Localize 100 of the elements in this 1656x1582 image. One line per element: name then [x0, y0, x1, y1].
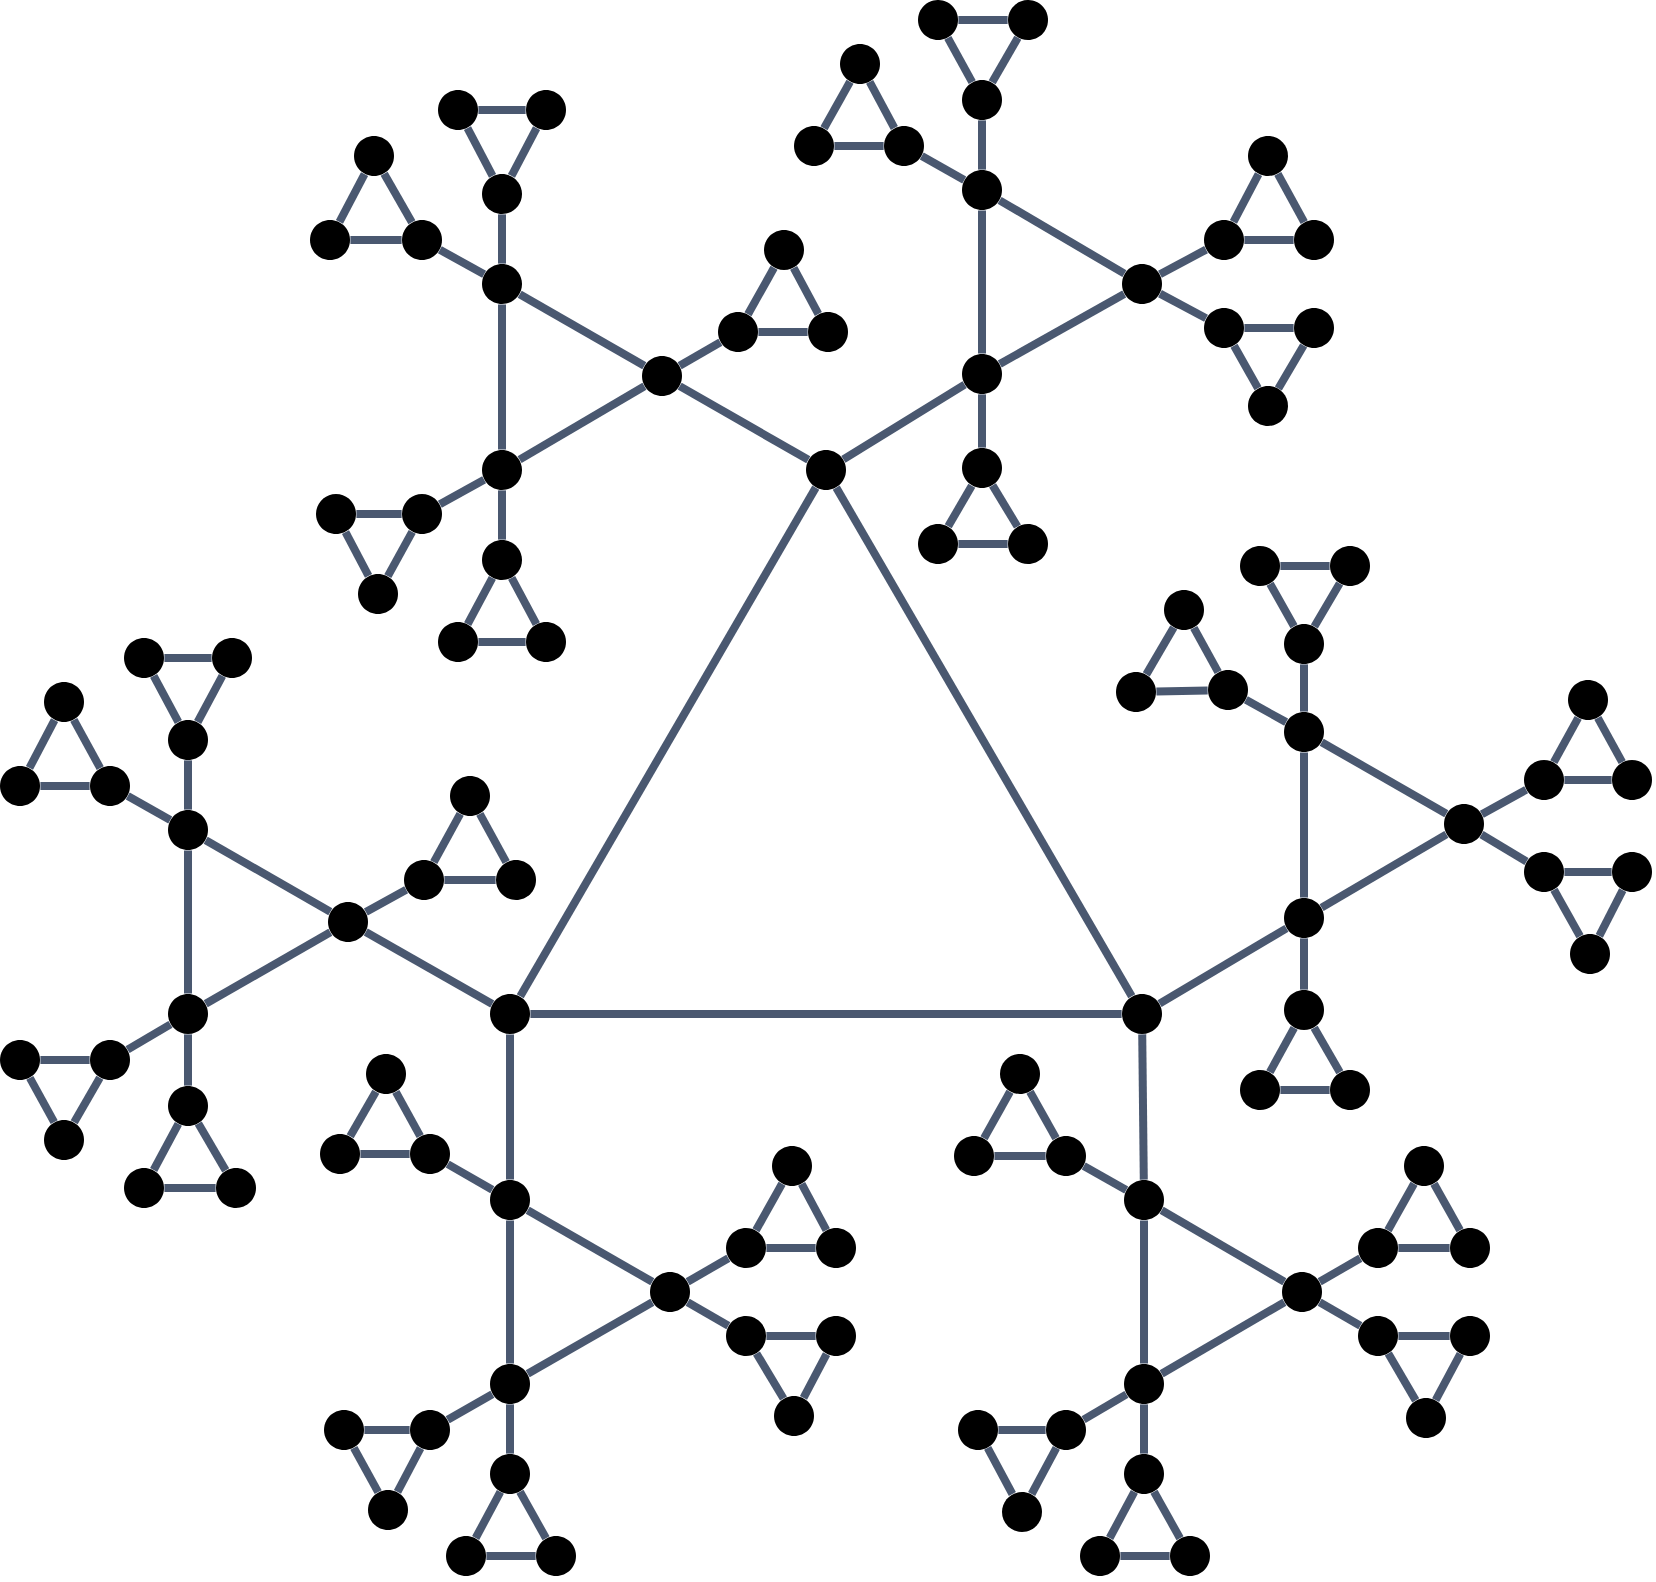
edge-line [1479, 786, 1529, 818]
edge-line [445, 1390, 495, 1424]
edge-line [1384, 1351, 1420, 1403]
edge-line [194, 1121, 230, 1173]
dot [1124, 1180, 1164, 1220]
edge-line [1266, 581, 1298, 629]
edge-line [335, 172, 369, 224]
edge-line [360, 1150, 410, 1158]
dot [1444, 804, 1484, 844]
dot [808, 312, 848, 352]
dot [124, 638, 164, 678]
dot [438, 90, 478, 130]
edge-line [437, 476, 487, 508]
dot [772, 1146, 812, 1186]
edge-line [1317, 1254, 1363, 1286]
dot [368, 1490, 408, 1530]
edge-line [1430, 1181, 1464, 1233]
dot [212, 638, 252, 678]
edge-line [40, 782, 90, 790]
dot [1164, 590, 1204, 630]
edge-line [507, 126, 541, 178]
edge-line [1479, 831, 1529, 865]
edge-line [1266, 1025, 1298, 1075]
edge-line [444, 876, 496, 884]
edge-line [1158, 246, 1208, 278]
dot [1002, 1492, 1042, 1532]
dot [1080, 1536, 1120, 1576]
dot [1450, 1316, 1490, 1356]
edge-line [832, 485, 1136, 999]
dot [410, 1410, 450, 1450]
dot [650, 1272, 690, 1312]
edge-line [26, 1075, 58, 1125]
dot [1008, 524, 1048, 564]
dot [168, 720, 208, 760]
dot [962, 448, 1002, 488]
edge-line [1310, 581, 1344, 629]
edge-line [984, 1446, 1016, 1496]
edge-line [1081, 1390, 1129, 1424]
dot [1524, 852, 1564, 892]
dot [1294, 308, 1334, 348]
edge-line [1142, 625, 1178, 677]
dot [1240, 1070, 1280, 1110]
edge-line [517, 382, 647, 464]
dot [1208, 670, 1248, 710]
edge-line [463, 126, 497, 178]
edge-line [363, 928, 495, 1008]
edge-line [380, 171, 416, 225]
edge-line [164, 654, 212, 662]
edge-line [203, 928, 333, 1008]
edge-line [1274, 171, 1308, 225]
dot [962, 354, 1002, 394]
edge-line [1398, 1332, 1450, 1340]
dot [1568, 680, 1608, 720]
dot [354, 136, 394, 176]
edge-line [994, 1152, 1046, 1160]
dot [816, 1316, 856, 1356]
dot [482, 264, 522, 304]
dot [1612, 760, 1652, 800]
edge-line [944, 483, 976, 529]
edge-line [988, 35, 1022, 85]
dot [490, 1180, 530, 1220]
dot [1358, 1228, 1398, 1268]
edge-line [1398, 1244, 1450, 1252]
dot [1406, 1398, 1446, 1438]
dot [168, 994, 208, 1034]
edge-line [478, 106, 526, 114]
edge-line [1564, 868, 1612, 876]
edge-line [1595, 888, 1627, 938]
edge-line [430, 811, 464, 865]
dot [884, 126, 924, 166]
edge-line [363, 886, 409, 916]
edge-line [766, 1244, 816, 1252]
edge-line [997, 290, 1127, 368]
dot [764, 230, 804, 270]
edge-line [1243, 696, 1289, 726]
edge-line [752, 1181, 786, 1233]
dot [806, 450, 846, 490]
dot [1284, 898, 1324, 938]
edge-line [1274, 343, 1308, 391]
edge-line [384, 529, 416, 579]
edge-line [1158, 290, 1208, 322]
edge-line [989, 483, 1021, 529]
edge-line [1157, 924, 1289, 1008]
dot [642, 356, 682, 396]
edge-line [1300, 752, 1308, 898]
edge-line [1550, 715, 1582, 765]
edge-line [516, 1489, 550, 1541]
edge-line [685, 1254, 731, 1286]
dot [1124, 1454, 1164, 1494]
dot [1294, 220, 1334, 260]
edge-line [1280, 562, 1330, 570]
edge-line [1244, 236, 1294, 244]
edge-line [506, 1034, 514, 1180]
edge-line [194, 674, 226, 724]
dot [404, 860, 444, 900]
edge-line [184, 850, 192, 994]
edge-line [356, 510, 402, 518]
edge-line [1140, 1220, 1148, 1364]
dot [1284, 624, 1324, 664]
dot [496, 860, 536, 900]
